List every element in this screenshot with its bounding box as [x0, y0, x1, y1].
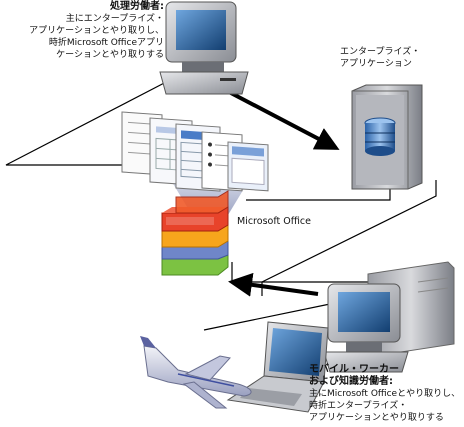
connector-worker-office — [5, 79, 171, 166]
connector-enterprise-mobile — [261, 180, 437, 296]
enterprise-app-line: アプリケーション — [340, 59, 412, 69]
mobile-title-line: および知識労働者: — [309, 376, 393, 387]
documents-icon — [121, 111, 269, 215]
office-label: Microsoft Office — [237, 216, 311, 227]
mobile-line: 主にMicrosoft Officeとやり取りし、 — [309, 389, 461, 399]
worker-line: 時折Microsoft Officeアプリ — [48, 38, 164, 48]
laptop-icon — [226, 321, 329, 413]
server-database-icon — [351, 84, 423, 190]
mobile-line: アプリケーションとやり取りする — [309, 413, 444, 423]
mobile-line: 時折エンタープライズ・ — [309, 401, 408, 411]
office-stack-icon — [161, 190, 229, 276]
worker-line: ケーションとやり取りする — [56, 50, 164, 60]
connector-laptop-server — [203, 303, 331, 331]
worker-line: 主にエンタープライズ・ — [65, 14, 164, 24]
enterprise-app-line: エンタープライズ・ — [340, 47, 421, 57]
worker-line: アプリケーションとやり取りし、 — [29, 26, 164, 36]
mobile-worker-description: モバイル・ワーカー および知識労働者: 主にMicrosoft Officeとや… — [309, 364, 460, 424]
desktop-server-icon — [323, 261, 455, 373]
worker-description: 処理労働者: 主にエンタープライズ・ アプリケーションとやり取りし、 時折Mic… — [4, 1, 164, 61]
desktop-computer-icon — [159, 1, 249, 95]
enterprise-app-label: エンタープライズ・ アプリケーション — [340, 46, 420, 70]
mobile-title-line: モバイル・ワーカー — [309, 364, 399, 375]
arrow-mobile-to-office — [228, 272, 319, 297]
worker-title: 処理労働者: — [110, 1, 164, 12]
airplane-icon — [140, 336, 252, 409]
